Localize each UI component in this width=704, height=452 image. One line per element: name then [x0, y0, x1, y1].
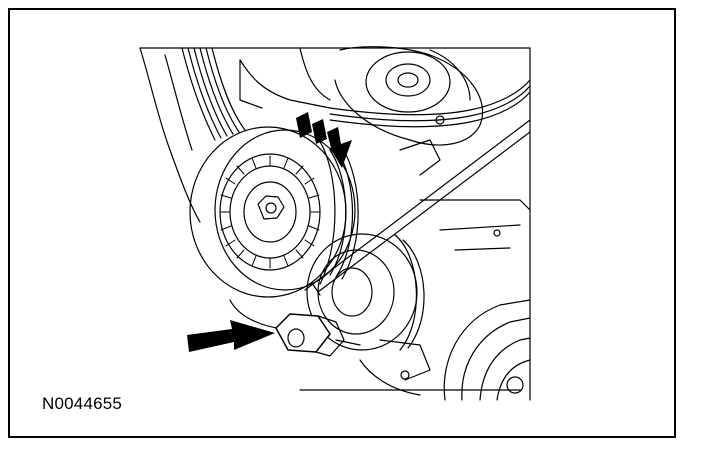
belt-left-run	[181, 47, 246, 141]
upper-pulley	[334, 46, 484, 146]
arrow-dashed-icon	[296, 112, 352, 168]
crankshaft-pulley	[443, 299, 531, 401]
engine-block-outline	[139, 47, 531, 401]
tensioner-bolt-icon	[275, 313, 361, 357]
arrow-solid-icon	[187, 320, 275, 352]
idler-pulley	[306, 233, 425, 351]
belt-diagonal-run	[304, 119, 531, 296]
figure-id-label: N0044655	[42, 394, 123, 413]
belt-top-run	[329, 79, 531, 128]
illustration-frame	[8, 8, 676, 438]
tensioner-pulley	[189, 126, 359, 298]
